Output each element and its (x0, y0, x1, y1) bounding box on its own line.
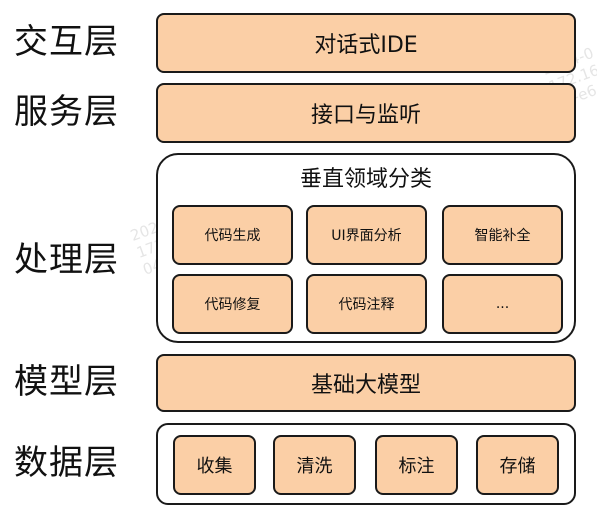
interaction-layer-label: 交互层 (14, 22, 119, 62)
model-layer-content: 基础大模型 (310, 373, 421, 398)
processing-item-label: 代码注释 (338, 297, 395, 313)
processing-layer-label: 处理层 (14, 240, 119, 280)
data-layer-label: 数据层 (14, 443, 119, 483)
data-item-label: 收集 (196, 456, 233, 477)
processing-item-ui-analysis: UI界面分析 (306, 205, 427, 265)
processing-layer-panel: 垂直领域分类 代码生成 UI界面分析 智能补全 代码修复 代码注释 ... (156, 153, 576, 343)
model-layer-box: 基础大模型 (156, 354, 576, 412)
processing-item-smart-completion: 智能补全 (442, 205, 563, 265)
data-layer-panel: 收集 清洗 标注 存储 (156, 423, 576, 505)
model-layer-label: 模型层 (14, 362, 119, 402)
processing-item-label: 代码生成 (204, 228, 261, 244)
processing-item-label: ... (495, 296, 510, 312)
interaction-layer-content: 对话式IDE (314, 33, 418, 58)
processing-item-label: 智能补全 (474, 228, 531, 244)
processing-item-code-repair: 代码修复 (172, 274, 293, 334)
processing-item-label: UI界面分析 (331, 228, 402, 244)
data-item-label: 标注 (398, 456, 435, 477)
service-layer-content: 接口与监听 (310, 103, 421, 128)
interaction-layer-box: 对话式IDE (156, 13, 576, 73)
processing-item-code-generation: 代码生成 (172, 205, 293, 265)
service-layer-box: 接口与监听 (156, 83, 576, 143)
processing-layer-title: 垂直领域分类 (299, 167, 432, 192)
processing-item-code-comment: 代码注释 (306, 274, 427, 334)
processing-item-label: 代码修复 (204, 297, 261, 313)
data-item-label: 清洗 (296, 456, 333, 477)
data-item-collect: 收集 (173, 435, 256, 495)
data-item-label: 存储 (499, 456, 536, 477)
data-item-annotate: 标注 (375, 435, 458, 495)
processing-item-more: ... (442, 274, 563, 334)
data-item-clean: 清洗 (273, 435, 356, 495)
data-item-store: 存储 (476, 435, 559, 495)
service-layer-label: 服务层 (14, 92, 119, 132)
